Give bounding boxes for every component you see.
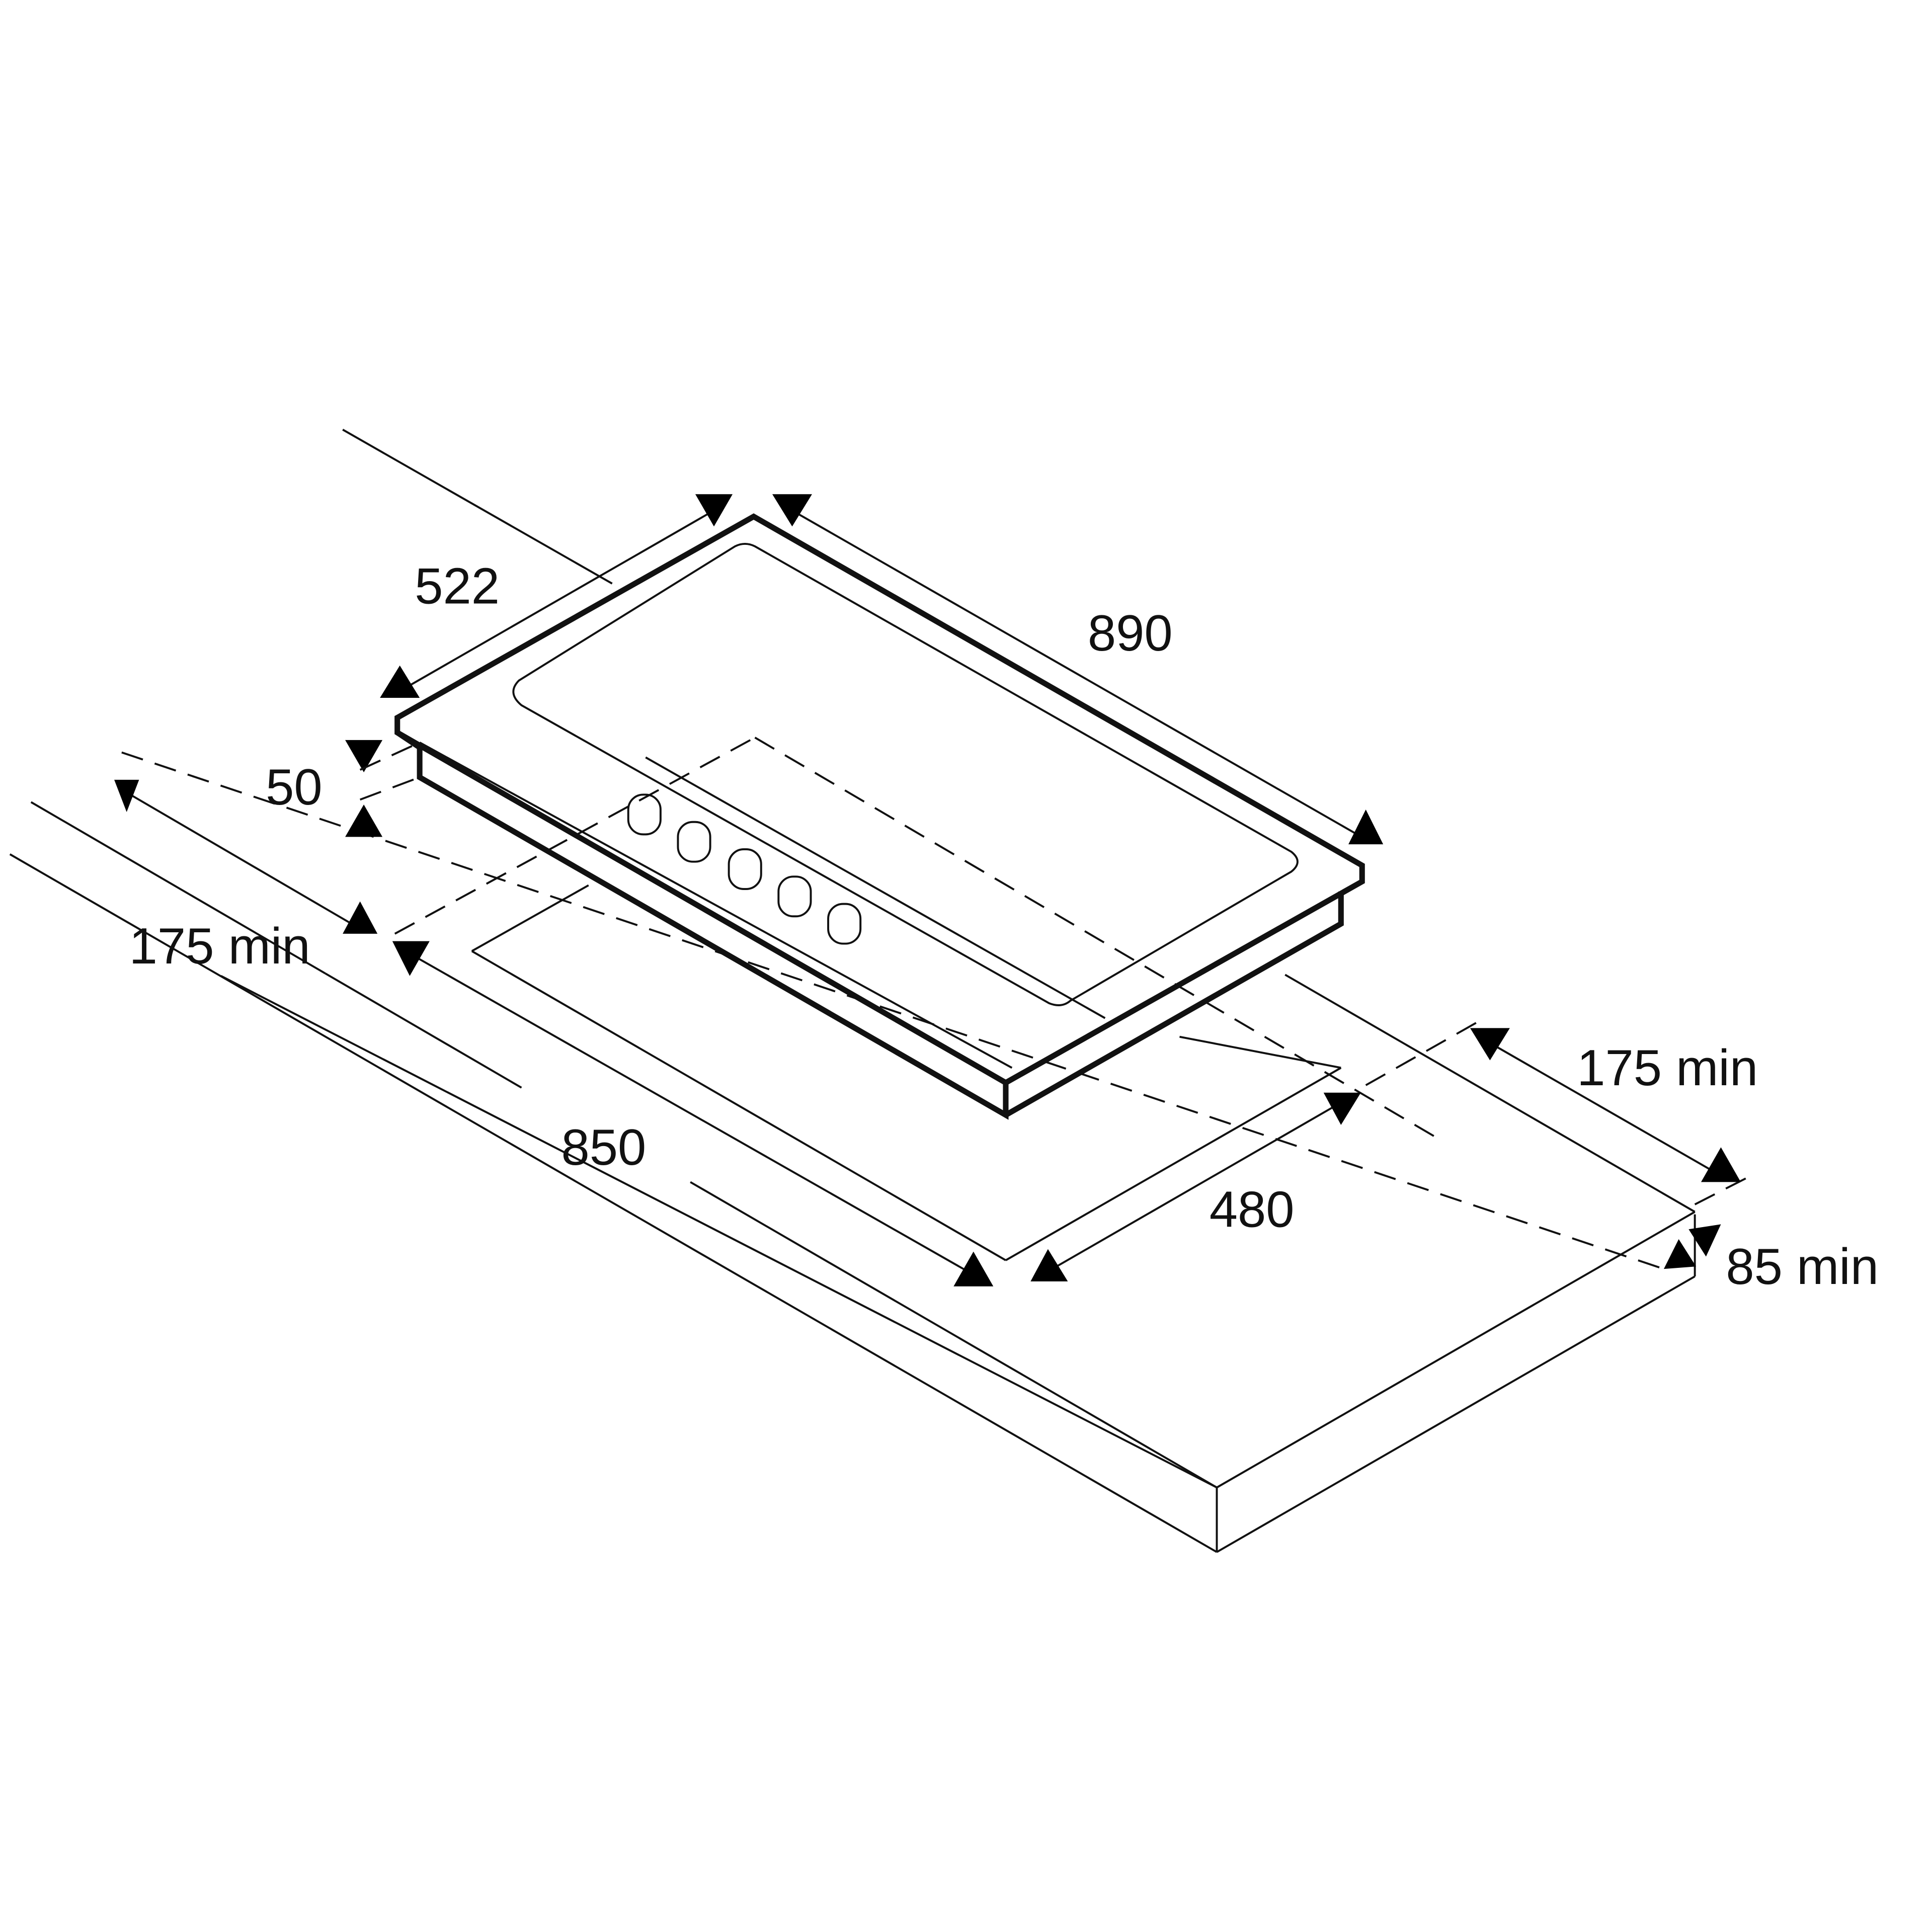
label-175-right: 175 min <box>1577 1039 1758 1096</box>
label-850: 850 <box>561 1119 646 1176</box>
cutout-outline <box>121 429 1754 1270</box>
hob <box>394 513 1365 1120</box>
arrow-icon <box>1348 810 1384 845</box>
arrow-icon <box>1323 1092 1361 1125</box>
knob-5 <box>827 903 862 945</box>
arrow-icon <box>772 494 812 527</box>
arrow-icon <box>1470 1028 1510 1061</box>
dimension-522 <box>380 494 733 698</box>
label-50: 50 <box>266 759 323 816</box>
dimension-175-right <box>1470 1028 1741 1182</box>
knob-2 <box>677 821 711 863</box>
knob-3 <box>728 848 762 890</box>
arrow-icon <box>1701 1147 1741 1182</box>
label-175-left: 175 min <box>129 918 310 975</box>
dimension-480 <box>1030 1092 1361 1281</box>
dimension-890 <box>772 494 1384 845</box>
arrow-icon <box>114 779 139 812</box>
arrow-icon <box>345 804 383 837</box>
arrow-icon <box>1688 1224 1721 1257</box>
control-knobs <box>627 793 862 945</box>
dimension-175-left <box>114 779 378 934</box>
dimension-50 <box>345 740 420 837</box>
arrow-icon <box>345 740 383 773</box>
arrow-icon <box>380 665 420 698</box>
knob-1 <box>627 793 662 836</box>
arrow-icon <box>343 901 378 934</box>
label-890: 890 <box>1088 605 1173 662</box>
label-480: 480 <box>1210 1181 1295 1238</box>
arrow-icon <box>953 1251 994 1286</box>
dimension-850 <box>392 941 994 1286</box>
countertop <box>9 801 1696 1553</box>
label-522: 522 <box>415 557 500 614</box>
knob-4 <box>777 875 812 918</box>
arrow-icon <box>1663 1239 1697 1269</box>
dimension-85 <box>1663 1224 1721 1269</box>
arrow-icon <box>392 941 430 976</box>
arrow-icon <box>1030 1249 1068 1281</box>
arrow-icon <box>695 494 733 527</box>
label-85: 85 min <box>1726 1238 1879 1295</box>
